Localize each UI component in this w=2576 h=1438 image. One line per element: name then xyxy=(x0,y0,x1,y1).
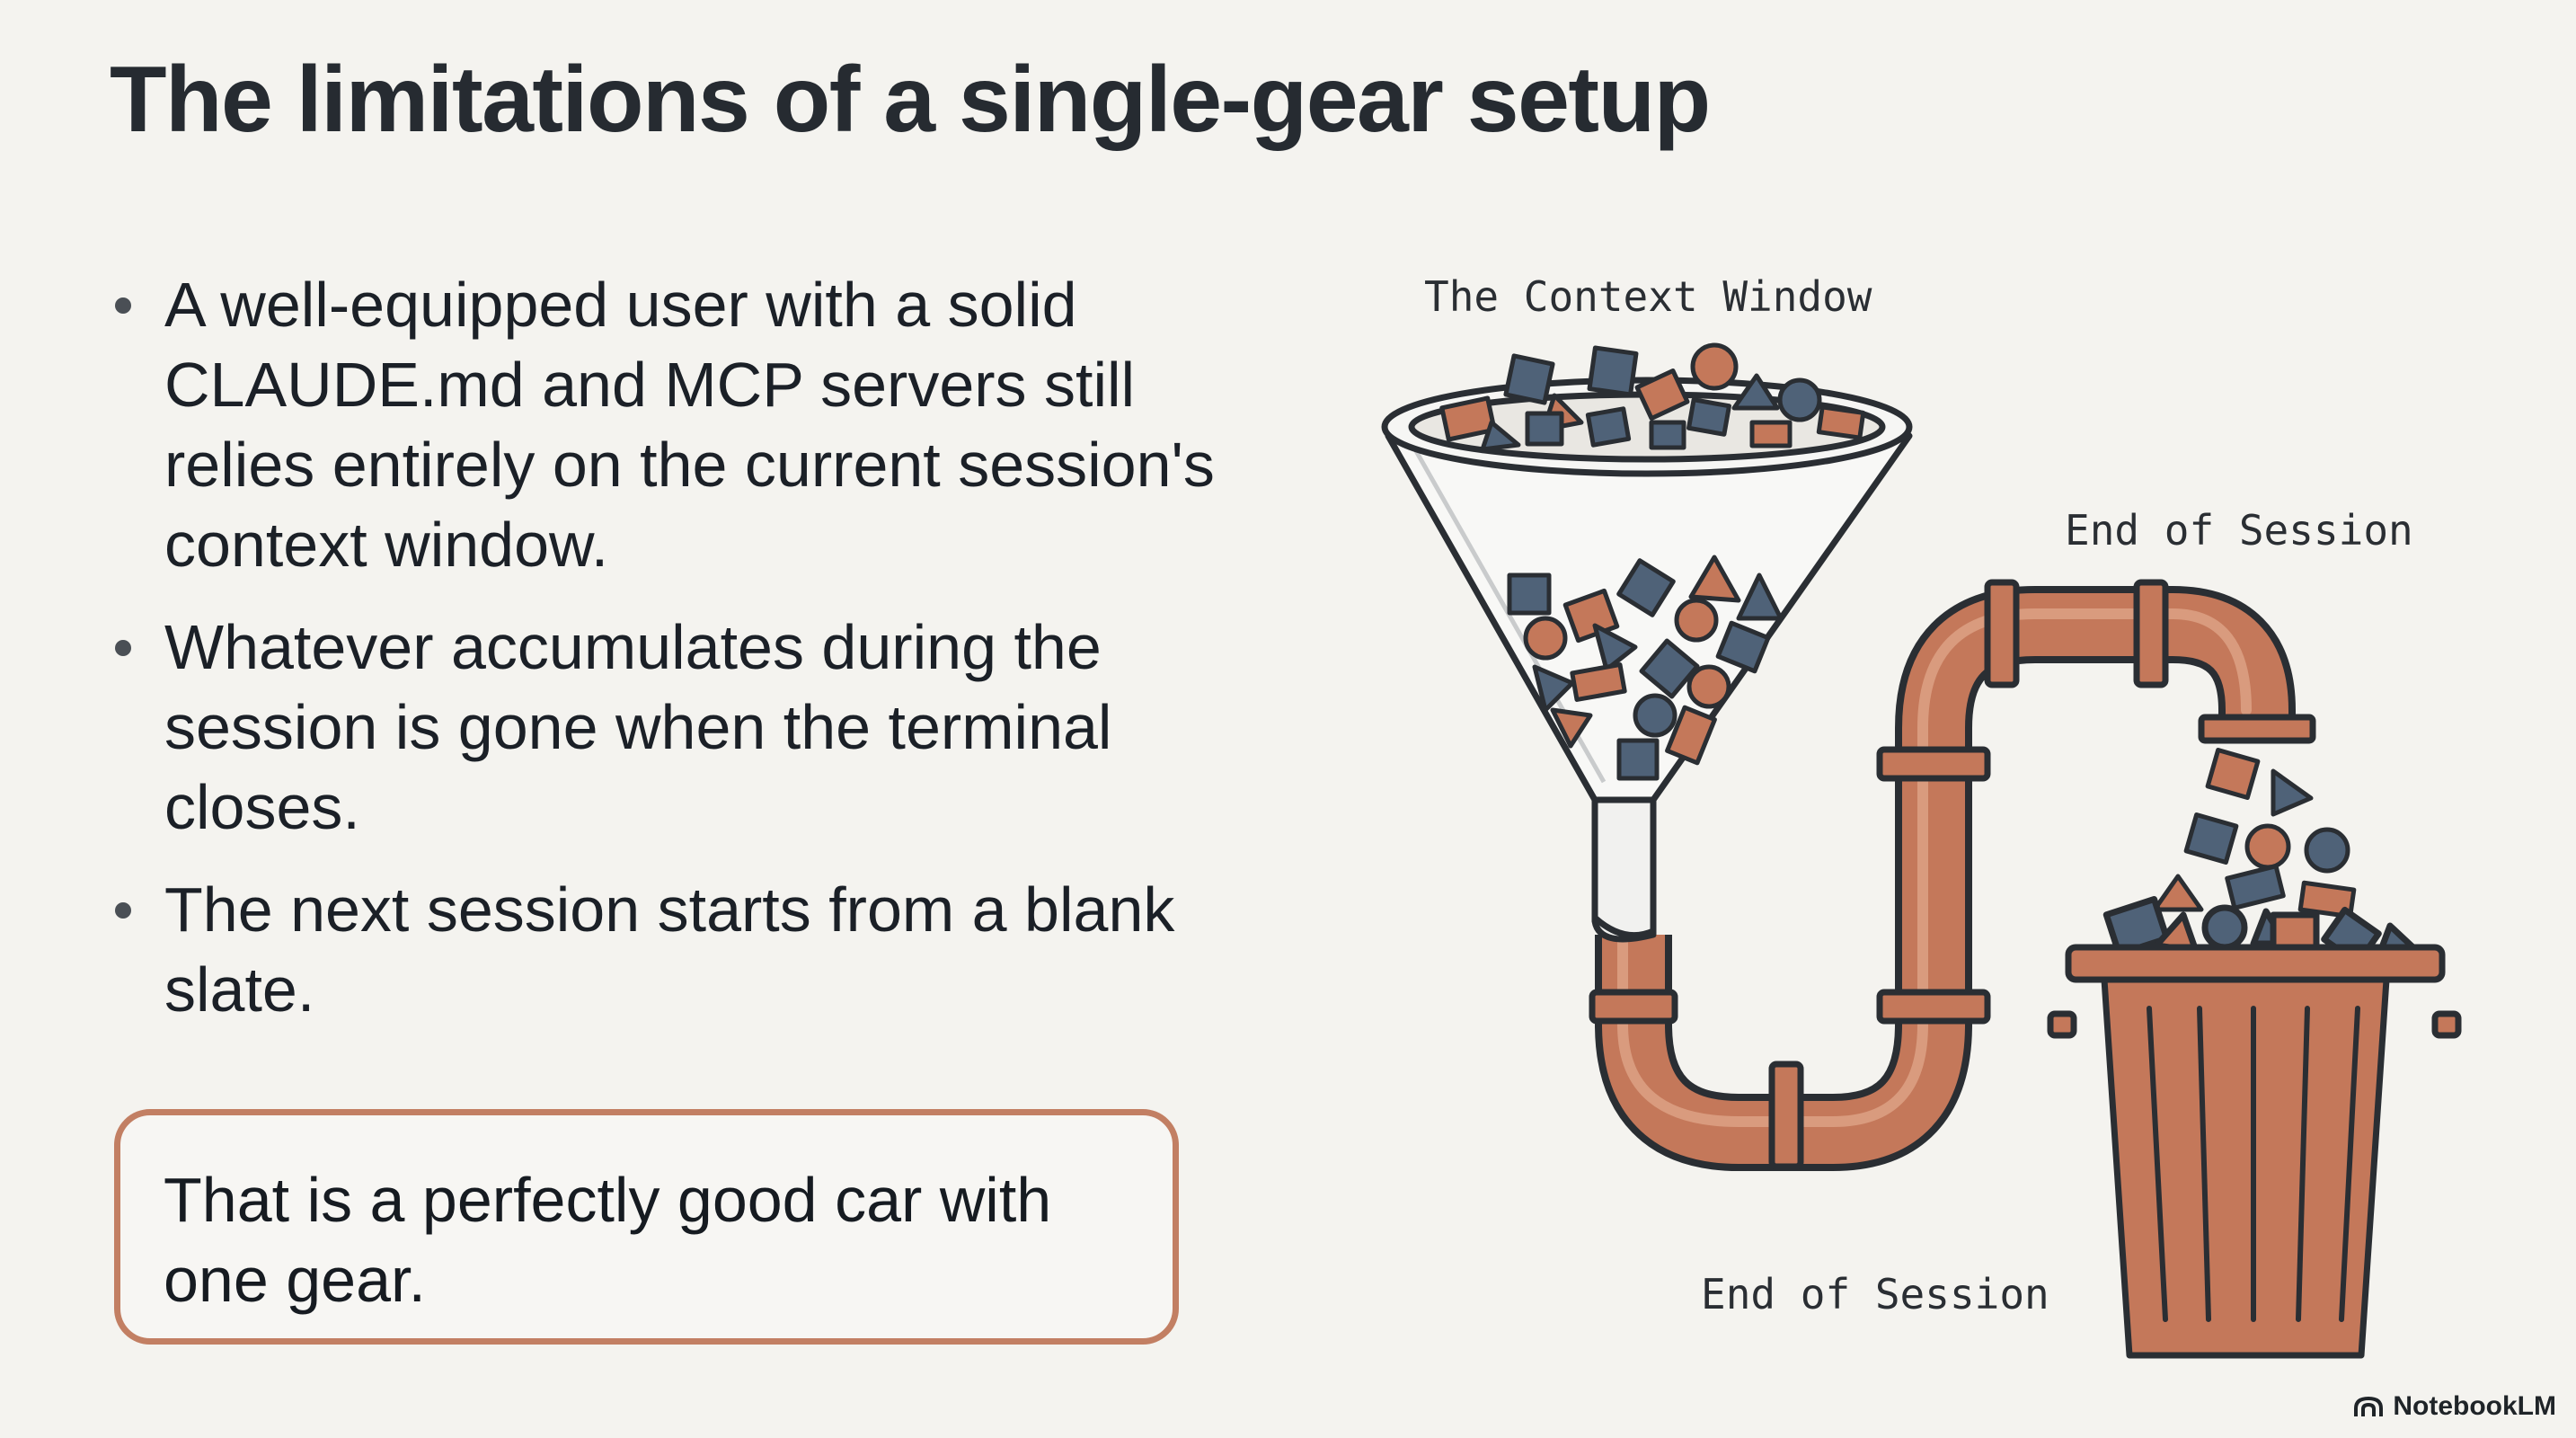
pipe-flange xyxy=(1876,746,1991,782)
pipe xyxy=(1589,579,2316,1171)
funnel-label: The Context Window xyxy=(1424,272,1872,321)
pipe-flange xyxy=(1984,579,2020,688)
pipe-flange xyxy=(1876,989,1991,1025)
funnel-inside-contents xyxy=(1507,555,1784,781)
bullet-dot-icon xyxy=(115,902,131,919)
bullet-item: The next session starts from a blank sla… xyxy=(108,870,1231,1030)
funnel-top-contents xyxy=(1439,342,1866,452)
bullet-text: Whatever accumulates during the session … xyxy=(164,612,1112,842)
bullet-list: A well-equipped user with a solid CLAUDE… xyxy=(108,265,1231,1052)
pipe-outlet xyxy=(2198,714,2316,744)
bullet-item: Whatever accumulates during the session … xyxy=(108,608,1231,848)
bullet-text: A well-equipped user with a solid CLAUDE… xyxy=(164,270,1215,580)
context-window-diagram: The Context Window End of Session End of… xyxy=(1381,272,2462,1359)
pipe-flange xyxy=(1768,1061,1804,1170)
bullet-dot-icon xyxy=(115,297,131,314)
pipe-label: End of Session xyxy=(2065,506,2413,555)
brand-watermark: NotebookLM xyxy=(2353,1391,2556,1422)
slide-title: The limitations of a single-gear setup xyxy=(110,48,1711,152)
bin-label: End of Session xyxy=(1701,1270,2049,1318)
bullet-text: The next session starts from a blank sla… xyxy=(164,874,1175,1025)
bullet-dot-icon xyxy=(115,640,131,656)
brand-name: NotebookLM xyxy=(2393,1391,2556,1421)
callout-text: That is a perfectly good car with one ge… xyxy=(164,1165,1052,1315)
bullet-item: A well-equipped user with a solid CLAUDE… xyxy=(108,265,1231,585)
trash-bin xyxy=(2047,895,2462,1359)
funnel xyxy=(1381,377,1913,943)
callout-box: That is a perfectly good car with one ge… xyxy=(114,1109,1179,1345)
pipe-flange xyxy=(1589,989,1678,1025)
falling-contents xyxy=(2152,747,2357,919)
pipe-flange xyxy=(2133,579,2169,688)
notebooklm-logo-icon xyxy=(2354,1396,2384,1416)
